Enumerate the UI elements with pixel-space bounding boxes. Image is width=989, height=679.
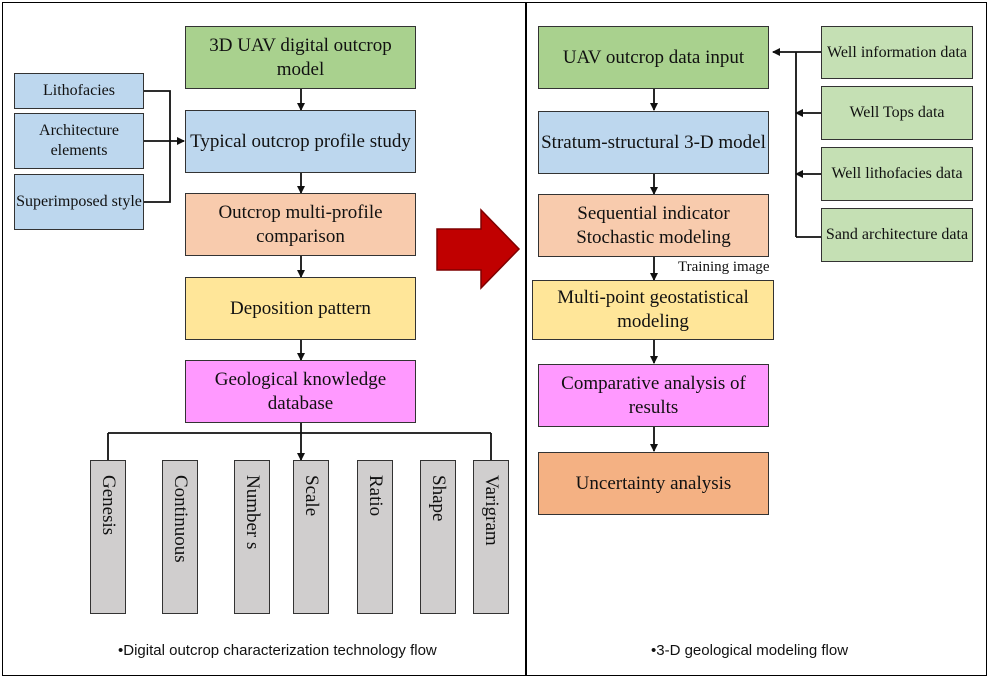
left-caption: •Digital outcrop characterization techno… (118, 642, 437, 659)
genesis-box: Genesis (90, 460, 126, 614)
transition-arrow (436, 208, 521, 290)
multi-profile-comparison-box: Outcrop multi-profile comparison (185, 193, 416, 256)
training-image-label: Training image (678, 259, 770, 275)
sand-architecture-box: Sand architecture data (821, 208, 973, 262)
shape-box: Shape (420, 460, 456, 614)
comparative-analysis-box: Comparative analysis of results (538, 364, 769, 427)
scale-box: Scale (293, 460, 329, 614)
uncertainty-analysis-box: Uncertainty analysis (538, 452, 769, 515)
knowledge-database-box: Geological knowledge database (185, 360, 416, 423)
multi-point-modeling-box: Multi-point geostatistical modeling (532, 280, 774, 340)
well-lithofacies-box: Well lithofacies data (821, 147, 973, 201)
lithofacies-box: Lithofacies (14, 73, 144, 109)
sequential-indicator-box: Sequential indicator Stochastic modeling (538, 194, 769, 257)
well-information-box: Well information data (821, 26, 973, 79)
ratio-box: Ratio (357, 460, 393, 614)
outcrop-model-box: 3D UAV digital outcrop model (185, 26, 416, 89)
profile-study-box: Typical outcrop profile study (185, 110, 416, 173)
architecture-elements-box: Architecture elements (14, 113, 144, 169)
deposition-pattern-box: Deposition pattern (185, 277, 416, 340)
right-panel (525, 2, 987, 676)
uav-data-input-box: UAV outcrop data input (538, 26, 769, 89)
right-caption: •3-D geological modeling flow (651, 642, 849, 659)
well-tops-box: Well Tops data (821, 86, 973, 140)
superimposed-style-box: Superimposed style (14, 174, 144, 230)
stratum-structural-box: Stratum-structural 3-D model (538, 111, 769, 174)
varigram-box: Varigram (473, 460, 509, 614)
numbers-box: Number s (234, 460, 270, 614)
continuous-box: Continuous (162, 460, 198, 614)
left-panel (2, 2, 527, 676)
